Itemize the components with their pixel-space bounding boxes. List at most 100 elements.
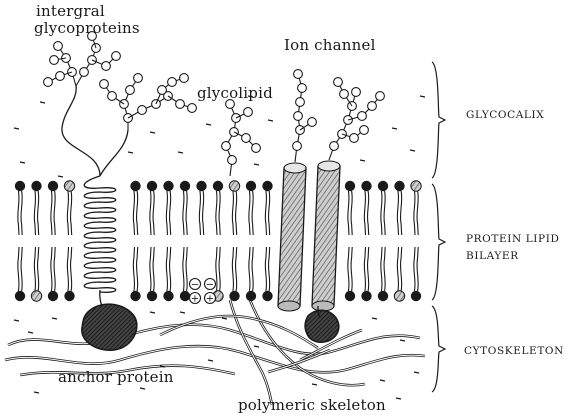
negative-charge-mark [34,392,39,393]
lipid-tail [414,191,415,235]
ion-channel-chain-sugar [360,126,369,135]
glycoprotein-chain-sugar [54,42,63,51]
charge-sign: − [206,280,214,291]
lipid-tail [249,247,250,291]
ion-channel-base [312,301,334,311]
ion-channel-chain-sugar [294,112,303,121]
negative-charge-mark [410,150,415,151]
negative-charge-mark [380,380,385,381]
lipid-head [64,291,74,301]
lipid-head [130,181,140,191]
ion-channel-chain-sugar [330,142,339,151]
lipid-tail [51,191,52,235]
glycolipid-chain-sugar [228,156,237,165]
lipid-tail [265,191,266,235]
lipid-head-hatched [64,181,74,191]
lipid-tail [199,191,200,235]
lipid-tail [235,191,236,235]
lipid-head [163,181,173,191]
glycoprotein-chain-sugar [138,106,147,115]
lipid-head [262,181,272,191]
lipid-tail [18,247,19,291]
lipid-tail [67,191,68,235]
lipid-tail [381,191,382,235]
negative-charge-mark [206,124,211,125]
lipid-tail [367,191,368,235]
lipid-head [378,291,388,301]
negative-charge-mark [222,318,227,319]
lipid-tail [183,247,184,291]
lipid-tail [384,247,385,291]
lipid-tail [384,191,385,235]
lipid-tail [133,191,134,235]
glycoprotein-helix [84,176,116,292]
lipid-tail [136,247,137,291]
glycoprotein-chain-sugar [176,100,185,109]
lipid-tail [70,247,71,291]
glycoprotein-chain-sugar [80,68,89,77]
ion-channel-chain-sugar [376,92,385,101]
label-glycolipid: glycolipid [197,84,273,102]
charge-sign: − [191,280,199,291]
negative-charge-mark [178,152,183,153]
ion-channel-chain-sugar [293,142,302,151]
lipid-head [147,291,157,301]
lipid-head [411,291,421,301]
lipid-tail [70,191,71,235]
lipid-tail [417,247,418,291]
negative-charge-mark [14,320,19,321]
negative-charge-mark [28,332,33,333]
lipid-tail [133,247,134,291]
lipid-tail [252,247,253,291]
negative-charge-mark [180,312,185,313]
lipid-head [246,291,256,301]
lipid-tail [37,191,38,235]
lipid-tail [216,191,217,235]
lipid-tail [166,247,167,291]
negative-charge-mark [268,120,273,121]
label-integral-line1: intergral [36,2,105,20]
cytoskeleton-filament-core [8,325,420,354]
glycoprotein-chain-link [76,48,96,86]
lipid-tail [54,247,55,291]
lipid-tail [153,191,154,235]
lipid-tail [186,191,187,235]
lipid-head [361,181,371,191]
lipid-head [15,181,25,191]
lipid-head [31,181,41,191]
region-label-bilayer-line2: BILAYER [466,250,519,262]
glycoprotein-chain-sugar [50,56,59,65]
lipid-head [378,181,388,191]
lipid-tail [364,247,365,291]
ion-channel-subunit [278,168,306,306]
lipid-tail [348,191,349,235]
lipid-tail [351,191,352,235]
lipid-tail [397,191,398,235]
lipid-tail [219,247,220,291]
lipid-head [345,291,355,301]
lipid-tail [150,247,151,291]
lipid-tail [18,191,19,235]
lipid-tail [249,191,250,235]
negative-charge-mark [52,318,57,319]
lipid-tail [348,247,349,291]
lipid-tail [21,247,22,291]
lipid-head [246,181,256,191]
lipid-head [262,291,272,301]
label-ion-channel: Ion channel [284,36,376,54]
lipid-tail [219,191,220,235]
lipid-head [180,181,190,191]
lipid-head [196,181,206,191]
lipid-tail [400,191,401,235]
lipid-head [345,181,355,191]
region-label-cytoskeleton: CYTOSKELETON [464,345,564,357]
lipid-head [163,291,173,301]
negative-charge-mark [150,132,155,133]
ion-channel-chain-sugar [334,78,343,87]
glycolipid-chain-sugar [222,142,231,151]
lipid-tail [252,191,253,235]
glycolipid-chain-sugar [244,108,253,117]
ion-channel-chain-sugar [350,134,359,143]
ion-channel-cap [284,163,306,173]
